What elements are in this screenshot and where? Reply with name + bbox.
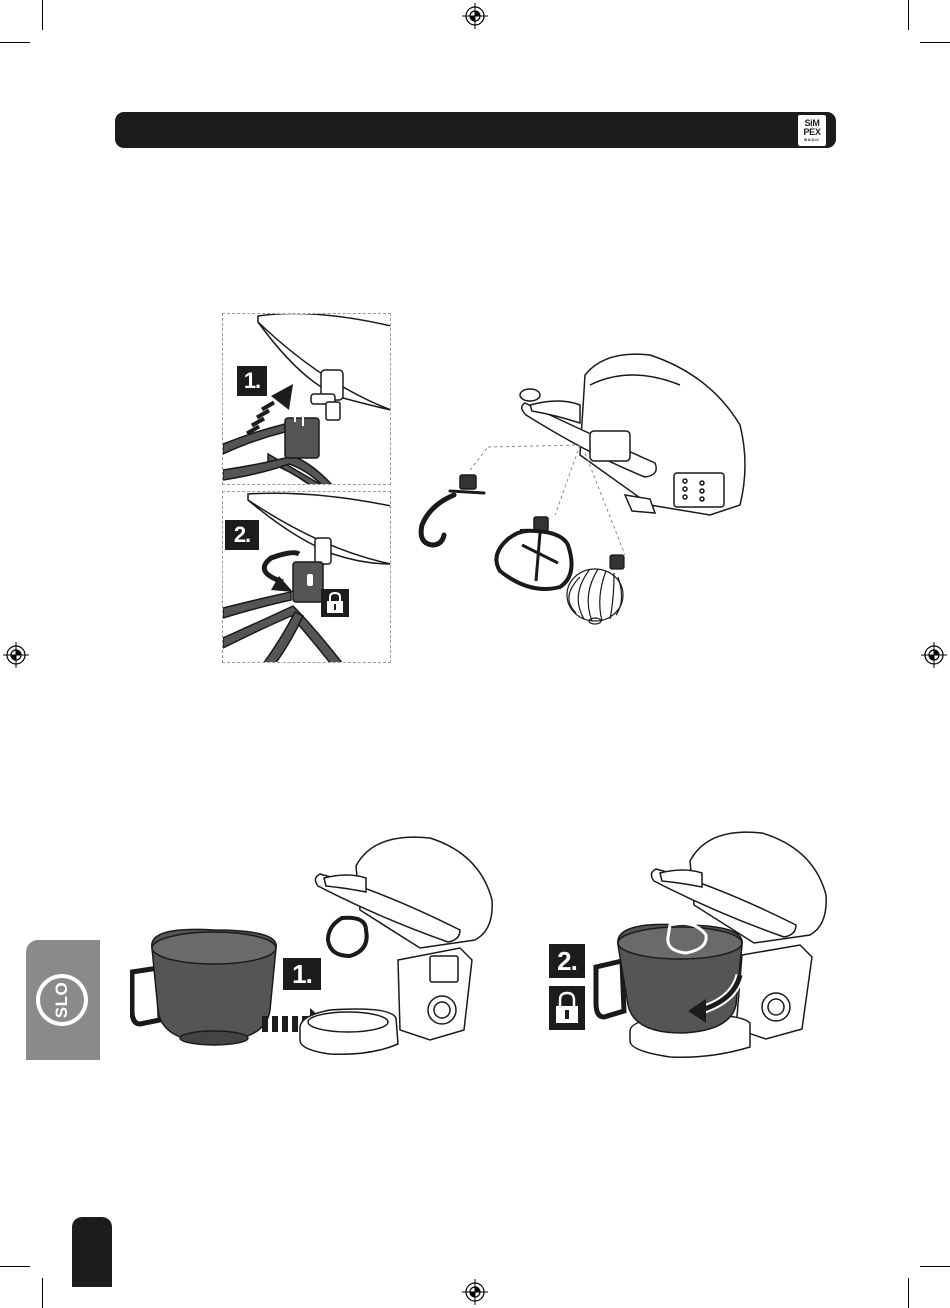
page-number-tab	[72, 1217, 112, 1287]
step-2-badge: 2.	[225, 520, 259, 550]
registration-mark-icon	[462, 1279, 488, 1305]
simpex-logo: SiM PEX BASIC	[798, 115, 826, 146]
crop-mark	[920, 42, 950, 43]
attach-twist-illustration	[223, 492, 391, 663]
crop-mark	[0, 42, 30, 43]
attach-step-2-panel: 2.	[222, 491, 391, 663]
language-label: SLO	[52, 982, 72, 1018]
crop-mark	[920, 1266, 950, 1267]
logo-line-3: BASIC	[804, 138, 819, 142]
registration-mark-icon	[3, 642, 29, 668]
mixer-attachments-illustration	[410, 345, 750, 635]
flat-beater-icon	[496, 517, 571, 589]
dough-hook-icon	[421, 475, 484, 545]
bowl-lock-illustration	[590, 825, 840, 1065]
header-bar: SiM PEX BASIC	[115, 112, 836, 148]
attach-step-1-panel: 1.	[222, 313, 391, 485]
bowl-padlock-icon	[549, 986, 585, 1030]
bowl-step-2-badge: 2.	[549, 944, 585, 978]
language-tab: SLO	[26, 940, 100, 1060]
registration-mark-icon	[921, 642, 947, 668]
crop-mark	[908, 1278, 909, 1308]
crop-mark	[908, 0, 909, 30]
logo-line-2: PEX	[803, 128, 820, 137]
bowl-icon	[132, 929, 276, 1045]
bowl-step-1-badge: 1.	[283, 958, 321, 990]
crop-mark	[0, 1266, 30, 1267]
crop-mark	[42, 1278, 43, 1308]
attach-push-illustration	[223, 314, 391, 485]
registration-mark-icon	[462, 3, 488, 29]
whisk-icon	[567, 555, 624, 624]
bowl-insert-illustration	[130, 830, 500, 1070]
crop-mark	[42, 0, 43, 30]
mounted-bowl-icon	[596, 923, 742, 1033]
language-badge: SLO	[36, 974, 88, 1026]
step-1-badge: 1.	[237, 366, 267, 396]
padlock-icon	[321, 589, 349, 617]
